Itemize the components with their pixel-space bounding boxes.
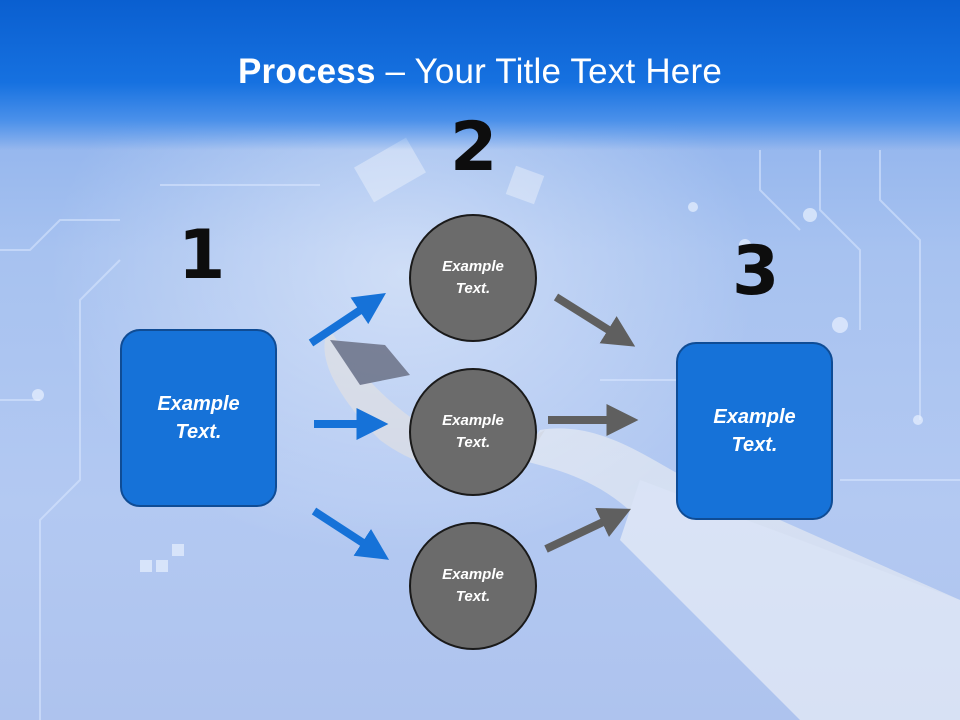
- arrow-from-bottom-circle: [544, 508, 632, 553]
- step-2-circle-bottom[interactable]: Example Text.: [409, 522, 537, 650]
- arrow-to-top-circle: [308, 293, 386, 347]
- step-number-1: 1: [178, 216, 226, 295]
- step-2-circle-top[interactable]: Example Text.: [409, 214, 537, 342]
- title-banner: [0, 0, 960, 150]
- step-number-2: 2: [450, 108, 498, 187]
- step-number-3: 3: [732, 232, 780, 311]
- circle-top-line1: Example: [442, 257, 504, 275]
- circle-bottom-line1: Example: [442, 565, 504, 583]
- circle-middle-line1: Example: [442, 411, 504, 429]
- step-3-line2: Text.: [731, 434, 778, 456]
- step-2-circle-middle[interactable]: Example Text.: [409, 368, 537, 496]
- step-3-box[interactable]: Example Text.: [676, 342, 833, 520]
- arrow-to-bottom-circle: [311, 507, 390, 560]
- title-rest-part: – Your Title Text Here: [375, 52, 722, 91]
- circle-bottom-line2: Text.: [455, 588, 491, 605]
- step-1-box[interactable]: Example Text.: [120, 329, 277, 507]
- slide-title: Process – Your Title Text Here: [0, 52, 960, 92]
- title-bold-part: Process: [238, 52, 376, 91]
- circle-middle-line2: Text.: [455, 434, 491, 451]
- circle-top-line2: Text.: [455, 280, 491, 297]
- arrow-from-top-circle: [553, 293, 636, 347]
- step-1-line2: Text.: [175, 421, 222, 443]
- step-3-line1: Example: [713, 406, 796, 428]
- step-1-line1: Example: [157, 393, 240, 415]
